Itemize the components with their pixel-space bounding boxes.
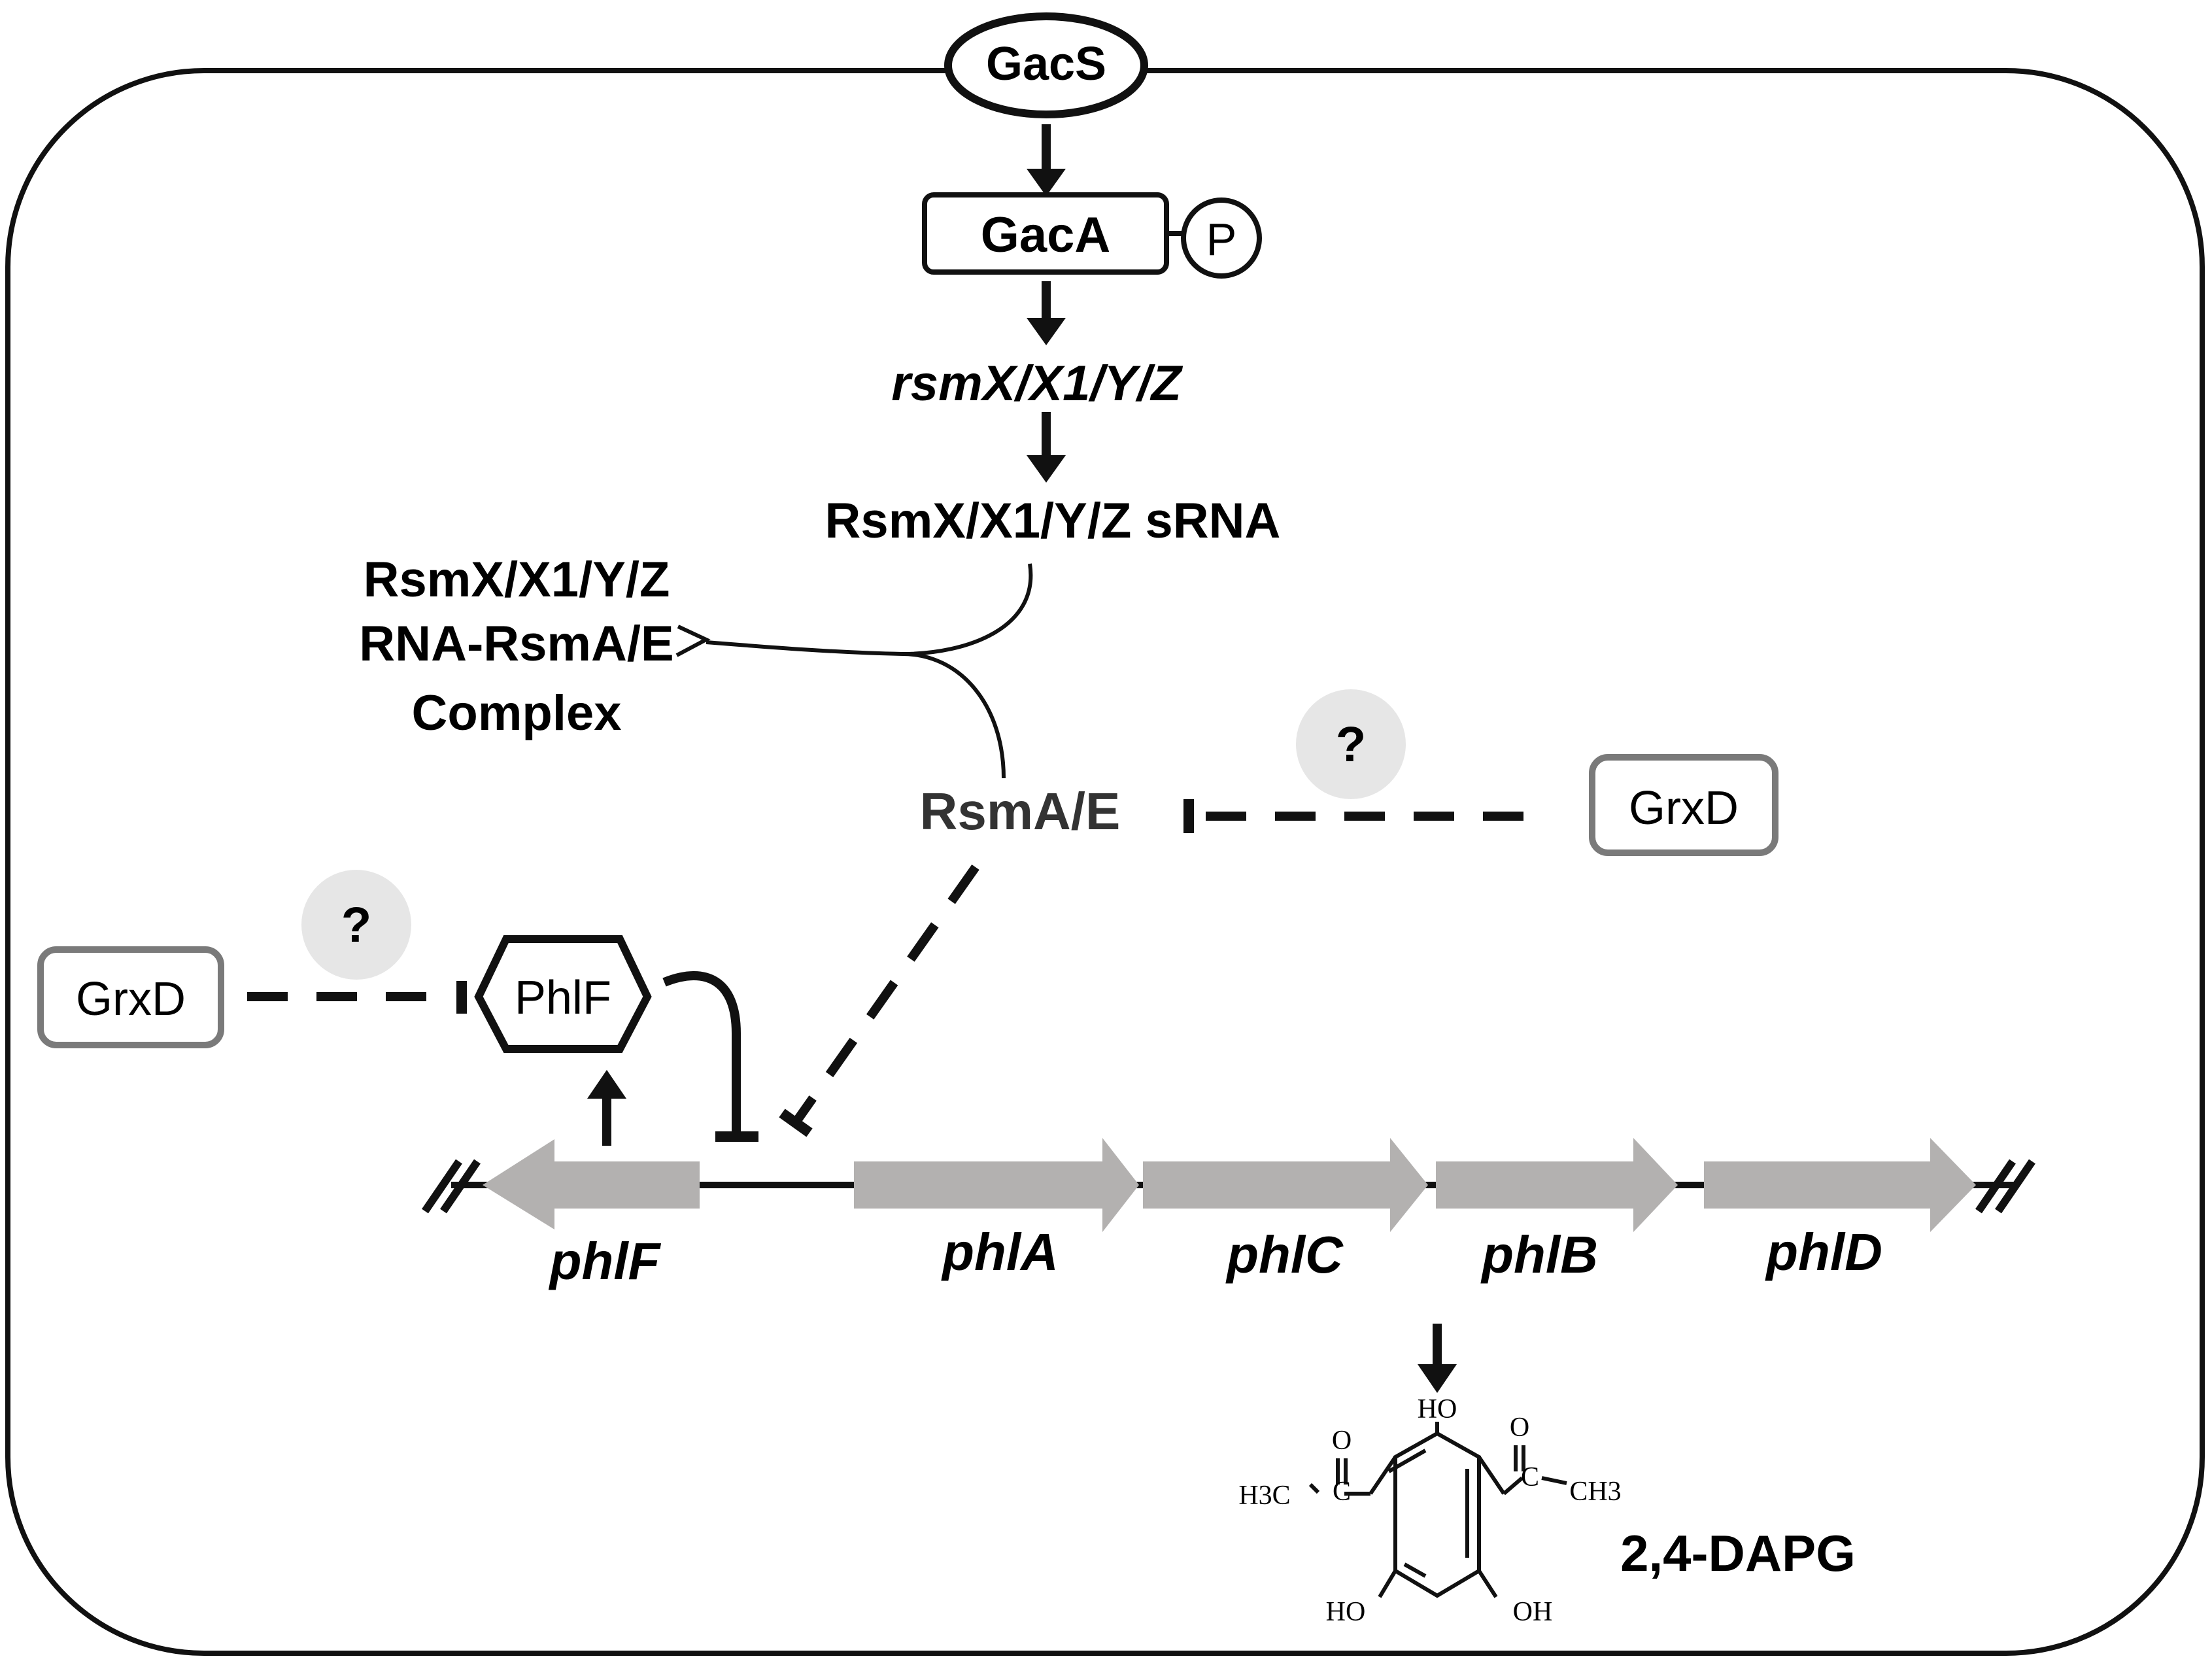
rsmae-promoter-inhibition-bar xyxy=(779,1108,813,1137)
gacs-node xyxy=(944,12,1148,118)
dapg-ho-bottom: HO xyxy=(1326,1597,1366,1627)
arrow-genes-product xyxy=(1418,1324,1457,1393)
rsmae-promoter-inhibition xyxy=(794,864,979,1123)
complex-label-line3: Complex xyxy=(412,685,622,741)
arrow-gacs-gaca xyxy=(1027,124,1066,196)
genome-break-left xyxy=(422,1159,481,1214)
gene-label-phla: phlA xyxy=(941,1223,1059,1281)
grxd-right-label: GrxD xyxy=(1629,782,1739,834)
cell-boundary xyxy=(5,68,2205,1656)
arrow-rsm-srna xyxy=(1027,412,1066,483)
gene-label-phld: phlD xyxy=(1765,1223,1882,1281)
dapg-o-left: O xyxy=(1332,1426,1352,1456)
phlf-protein-label: PhlF xyxy=(515,972,611,1024)
question-left-badge xyxy=(301,870,411,980)
complex-formation-arrow xyxy=(706,563,1033,779)
arrow-phlf-gene-protein xyxy=(587,1070,626,1146)
gene-label-phlc: phlC xyxy=(1225,1226,1344,1284)
gene-arrow-phlf xyxy=(483,1139,700,1229)
dapg-oh-bottom: OH xyxy=(1513,1597,1553,1627)
genome-break-right xyxy=(1975,1159,2035,1214)
complex-label-line1: RsmX/X1/Y/Z xyxy=(364,552,670,608)
question-right-badge xyxy=(1296,689,1406,799)
phospho-label: P xyxy=(1206,214,1237,265)
phlf-protein-node xyxy=(474,935,652,1053)
dapg-o-right: O xyxy=(1510,1413,1529,1443)
rsmae-label: RsmA/E xyxy=(920,782,1121,840)
question-left-label: ? xyxy=(341,897,371,953)
gene-arrow-phlc xyxy=(1143,1138,1428,1232)
arrow-gaca-rsm xyxy=(1027,281,1066,345)
dapg-ch3: CH3 xyxy=(1569,1477,1621,1507)
phlf-repression-loop xyxy=(662,970,741,1135)
complex-label-line2: RNA-RsmA/E xyxy=(359,616,673,672)
dapg-ho-top: HO xyxy=(1418,1394,1457,1424)
rsm-srna-label: RsmX/X1/Y/Z sRNA xyxy=(825,493,1281,549)
question-right-label: ? xyxy=(1336,717,1366,772)
dapg-c-left: C xyxy=(1333,1477,1351,1507)
dapg-name-label: 2,4-DAPG xyxy=(1620,1524,1856,1582)
dapg-c-right: C xyxy=(1521,1462,1539,1492)
gaca-label: GacA xyxy=(981,207,1111,263)
dapg-h3c: H3C xyxy=(1238,1481,1290,1511)
gene-arrow-phlb xyxy=(1436,1138,1678,1232)
grxd-left-node xyxy=(37,946,224,1048)
complex-arrowhead xyxy=(675,625,711,657)
grxd-left-label: GrxD xyxy=(76,973,186,1025)
gene-arrow-phld xyxy=(1704,1138,1976,1232)
gacs-label: GacS xyxy=(986,38,1106,90)
gene-label-phlf: phlF xyxy=(549,1232,662,1290)
phospho-node xyxy=(1181,197,1262,279)
gene-arrow-phla xyxy=(854,1138,1139,1232)
dapg-structure xyxy=(1308,1422,1567,1598)
gene-label-phlb: phlB xyxy=(1480,1226,1598,1284)
rsm-genes-label: rsmX/X1/Y/Z xyxy=(891,356,1183,411)
grxd-right-node xyxy=(1589,754,1778,856)
